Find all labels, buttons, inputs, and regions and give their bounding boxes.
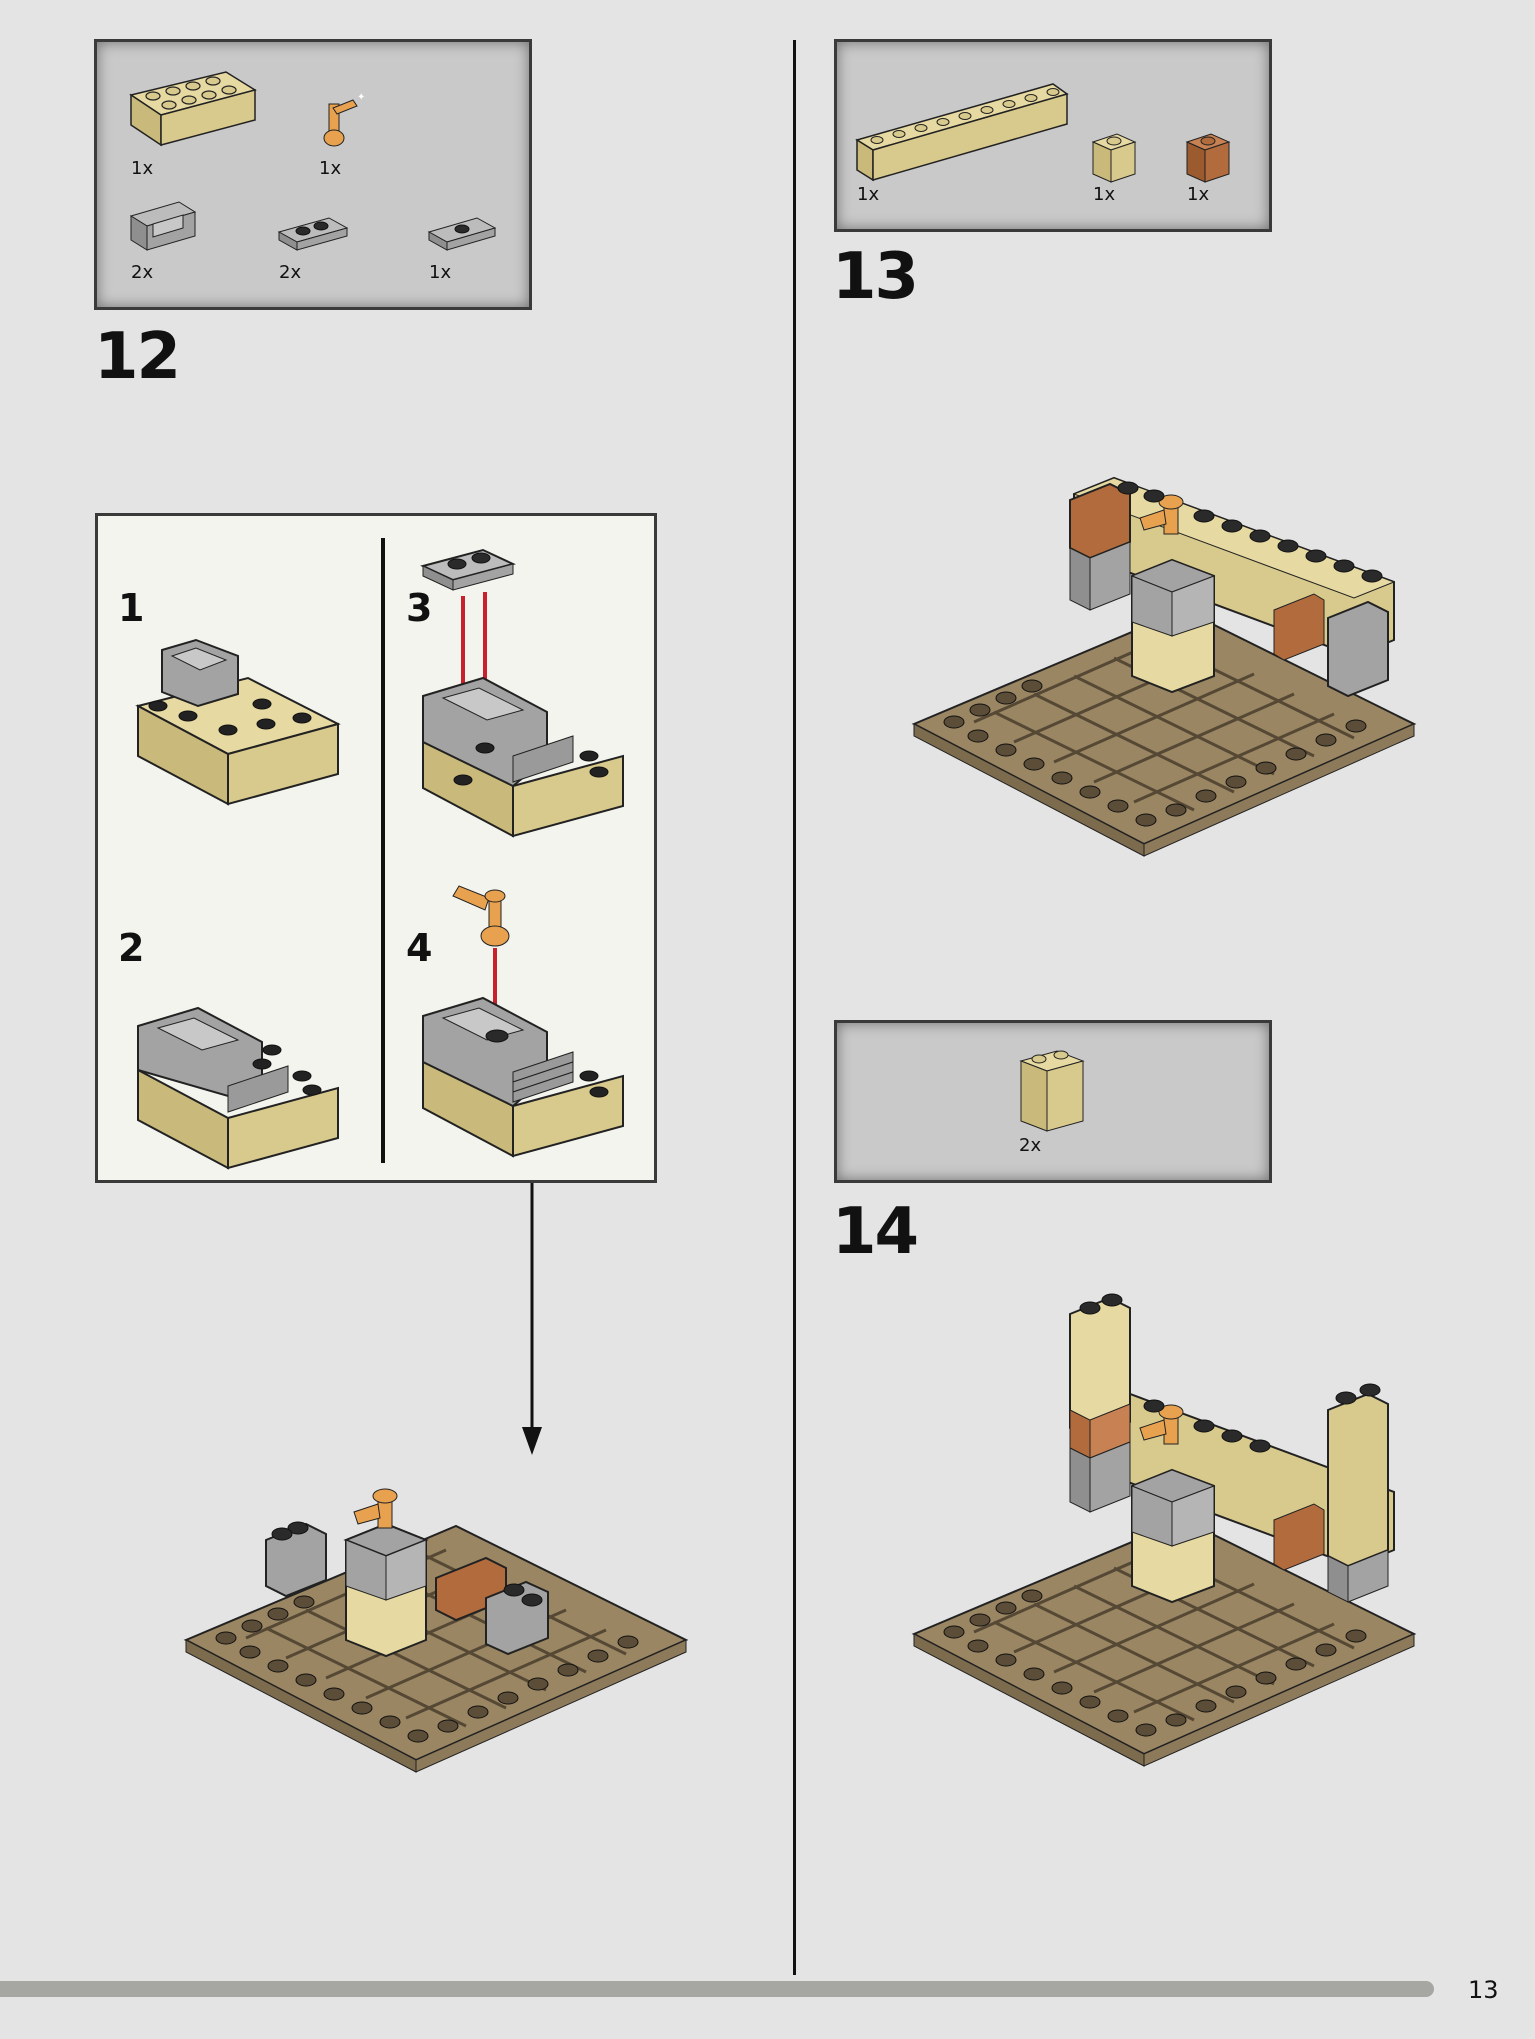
step14-parts-box: 2x bbox=[834, 1020, 1272, 1183]
step-number-12: 12 bbox=[94, 320, 181, 394]
tan-1x1x2-brick-icon bbox=[1019, 1050, 1085, 1132]
part-qty: 1x bbox=[1093, 184, 1116, 205]
step13-parts-box: 1x 1x 1x bbox=[834, 39, 1272, 232]
part-qty: 1x bbox=[131, 158, 154, 179]
substep-number: 2 bbox=[118, 926, 145, 970]
attach-arrow bbox=[522, 1183, 542, 1455]
substep-number: 3 bbox=[406, 586, 433, 630]
page-number: 13 bbox=[1468, 1976, 1499, 2004]
part-qty: 2x bbox=[1019, 1135, 1042, 1156]
progress-bar bbox=[0, 1981, 1434, 1997]
sub-assembly-box: 1 2 3 4 bbox=[95, 513, 657, 1183]
part-qty: 2x bbox=[131, 262, 154, 283]
step-number-13: 13 bbox=[832, 240, 919, 314]
part-qty: 1x bbox=[429, 262, 452, 283]
svg-text:✦: ✦ bbox=[357, 92, 365, 103]
tan-2x4-brick-icon bbox=[129, 71, 257, 147]
part-qty: 1x bbox=[1187, 184, 1210, 205]
substep-number: 4 bbox=[406, 926, 433, 970]
gray-plate-icon bbox=[277, 217, 349, 251]
step13-model-illustration bbox=[911, 476, 1417, 857]
substep4-illustration bbox=[422, 885, 624, 1158]
tan-1x1-brick-icon bbox=[1091, 133, 1137, 183]
substep2-illustration bbox=[137, 1006, 339, 1170]
part-qty: 1x bbox=[319, 158, 342, 179]
page-column-divider bbox=[793, 40, 796, 1975]
step14-model-illustration bbox=[911, 1293, 1417, 1767]
step12-model-illustration bbox=[183, 1488, 689, 1773]
step12-parts-box: 1x ✦ 1x 2x 2x 1x bbox=[94, 39, 532, 310]
substep-divider bbox=[381, 538, 385, 1163]
part-qty: 1x bbox=[857, 184, 880, 205]
substep3-illustration bbox=[420, 548, 624, 838]
part-qty: 2x bbox=[279, 262, 302, 283]
gray-seat-icon bbox=[129, 201, 197, 251]
tan-1x8-brick-icon bbox=[855, 83, 1069, 182]
brown-1x1-brick-icon bbox=[1185, 133, 1231, 183]
step-number-14: 14 bbox=[832, 1195, 919, 1269]
substep-number: 1 bbox=[118, 586, 145, 630]
substep1-illustration bbox=[135, 638, 341, 806]
faucet-icon: ✦ bbox=[323, 92, 365, 147]
jumper-plate-icon bbox=[427, 217, 497, 251]
